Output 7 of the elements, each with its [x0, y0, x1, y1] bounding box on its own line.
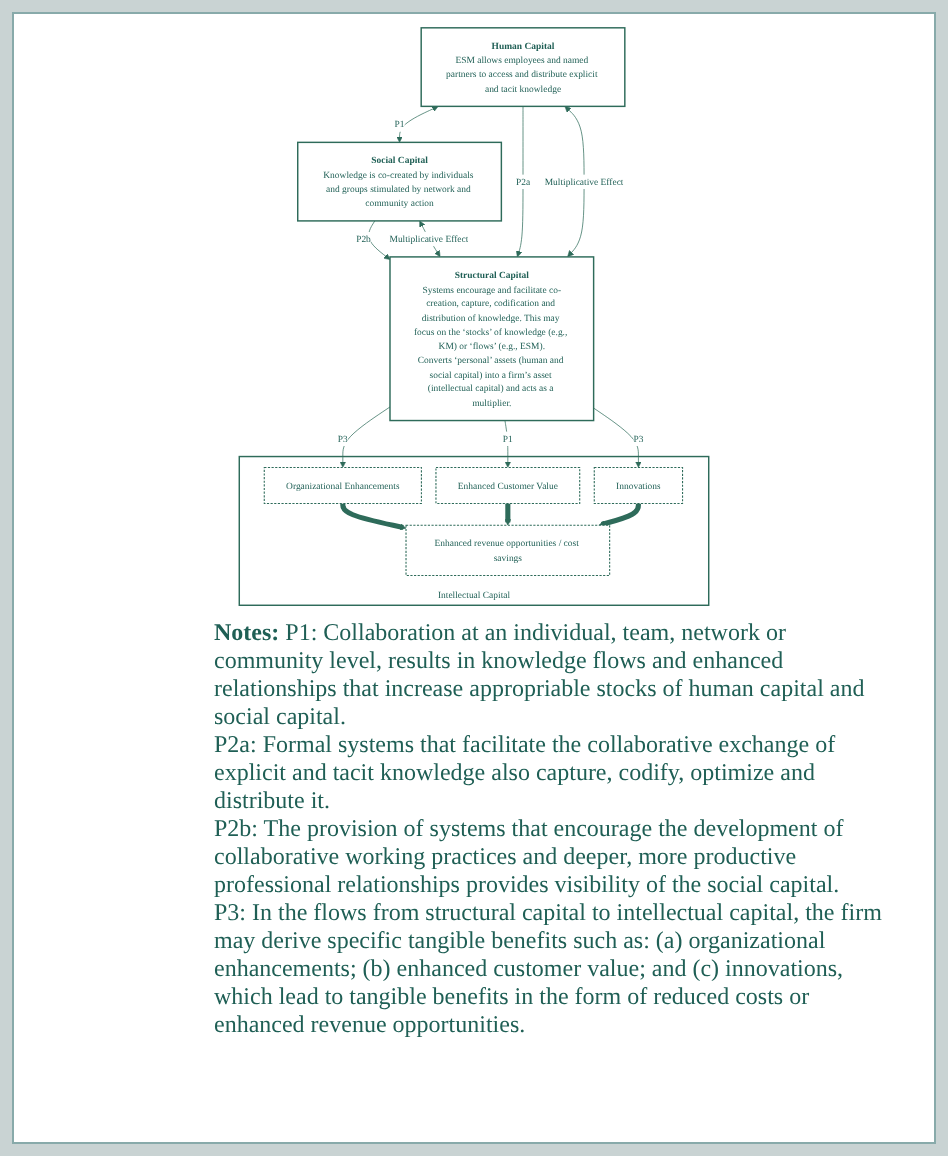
arrow — [504, 502, 512, 526]
arrow — [340, 502, 407, 531]
note-text: Notes: P1: Collaboration at an individual, team, network or community level, results in knowledge flows and enhanced relationships that increase appropriable stocks of human capital and social capital. — [214, 618, 867, 730]
note-text: P3: In the flows from structural capital to intellectual capital, the firm may derive specific tangible benefits such as: (a) organizational enhancements; (b) enhanced customer value; and (c) innovations, which lead to tangible benefits in the form of reduced costs or enhanced revenue opportunities. — [214, 898, 884, 1038]
note-text: P2a: Formal systems that facilitate the collaborative exchange of explicit and tacit knowledge also capture, codify, optimize and distribute it. — [214, 730, 838, 814]
note-text: P2b: The provision of systems that encourage the development of collaborative working practices and deeper, more productive professional relationships provides visibility of the social capital. — [214, 814, 846, 898]
arrow — [598, 502, 641, 527]
